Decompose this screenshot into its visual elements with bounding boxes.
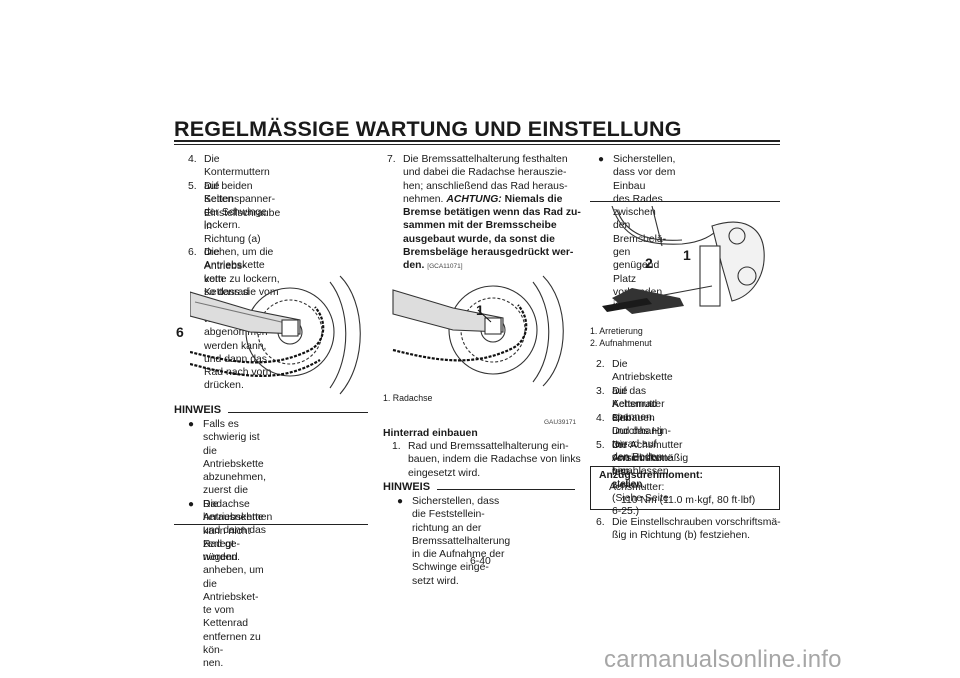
page-number: 6-40	[470, 556, 491, 567]
title-rule	[174, 140, 780, 142]
page-title: REGELMÄSSIGE WARTUNG UND EINSTELLUNG	[174, 117, 682, 141]
footer-watermark: carmanualsonline.info	[604, 646, 842, 673]
image-callout-1: 1	[476, 302, 484, 318]
image-caption: 1. Radachse	[383, 393, 433, 403]
bullet-dot-icon: ●	[188, 499, 195, 510]
hinweis-end-rule-col1	[174, 524, 368, 525]
section-heading: Hinterrad einbauen	[383, 428, 478, 439]
hinweis-rule-col2	[437, 489, 575, 490]
hinweis-heading-col1: HINWEIS	[174, 404, 222, 416]
bullet-dot-icon: ●	[397, 496, 404, 507]
image-callout-2: 2	[645, 255, 653, 271]
hinweis-rule-col1	[228, 412, 368, 413]
wheel-axle-illustration	[392, 275, 564, 387]
chain-removal-illustration	[190, 275, 361, 395]
torque-spec-box: Anzugsdrehmoment: Achsmutter: 110 Nm (11…	[590, 466, 780, 510]
chapter-tab: 6	[176, 324, 184, 340]
section-code: GAU39171	[544, 419, 577, 426]
image-callout-1: 1	[683, 247, 691, 263]
image-caption-1: 1. Arretierung	[590, 326, 643, 336]
hinweis-heading-col2: HINWEIS	[383, 481, 431, 493]
bullet-dot-icon: ●	[598, 154, 605, 165]
brake-bracket-illustration	[602, 206, 765, 314]
bullet-dot-icon: ●	[188, 419, 195, 430]
image-caption-2: 2. Aufnahmenut	[590, 338, 652, 348]
col3-bullet-end-rule	[590, 201, 780, 202]
title-rule-thin	[174, 143, 780, 145]
